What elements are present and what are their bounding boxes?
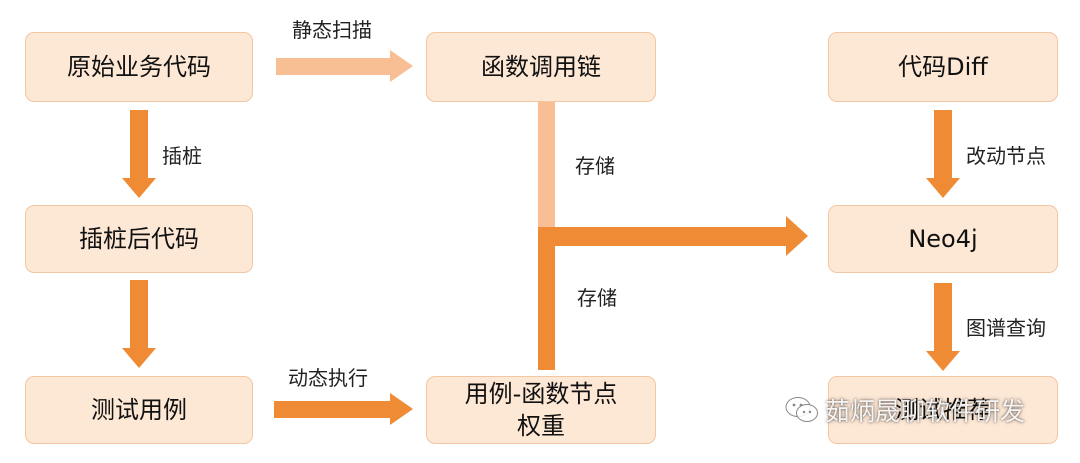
label-changed-nodes: 改动节点 (966, 144, 1046, 168)
node-test-recommend: 测试推荐 (828, 376, 1058, 444)
node-call-chain-label: 函数调用链 (481, 53, 601, 81)
arrow-instrument (122, 110, 156, 198)
watermark: 茹炳晟聊软件研发 (785, 392, 1025, 428)
label-instrument: 插桩 (162, 144, 202, 168)
node-neo4j-label: Neo4j (908, 225, 978, 253)
line-store-lower (538, 230, 555, 370)
line-store-upper (538, 102, 555, 230)
label-store-lower: 存储 (577, 286, 617, 310)
node-test-recommend-label: 测试推荐 (895, 396, 991, 424)
node-original-code-label: 原始业务代码 (67, 53, 211, 81)
node-case-weight-line2: 权重 (517, 412, 565, 440)
node-test-cases-label: 测试用例 (91, 396, 187, 424)
label-graph-query: 图谱查询 (966, 316, 1046, 340)
arrow-changed-nodes (926, 110, 960, 198)
arrow-static-scan (276, 50, 413, 82)
node-test-cases: 测试用例 (25, 376, 253, 444)
label-dynamic-exec: 动态执行 (288, 366, 368, 390)
label-static-scan: 静态扫描 (292, 18, 372, 42)
arrow-store-to-neo4j (538, 216, 808, 256)
node-neo4j: Neo4j (828, 205, 1058, 273)
node-code-diff: 代码Diff (828, 32, 1058, 102)
wechat-icon (785, 397, 818, 422)
arrow-instrumented-to-tests (122, 280, 156, 368)
node-case-function-weight: 用例-函数节点 权重 (426, 376, 656, 444)
node-instrumented-code: 插桩后代码 (25, 205, 253, 273)
arrow-dynamic-exec (274, 393, 413, 425)
node-call-chain: 函数调用链 (426, 32, 656, 102)
node-code-diff-label: 代码Diff (898, 53, 988, 81)
watermark-text: 茹炳晟聊软件研发 (825, 397, 1026, 426)
label-store-upper: 存储 (575, 154, 615, 178)
node-instrumented-code-label: 插桩后代码 (79, 225, 199, 253)
node-case-weight-line1: 用例-函数节点 (464, 380, 618, 408)
node-original-code: 原始业务代码 (25, 32, 253, 102)
arrow-graph-query (926, 283, 960, 371)
